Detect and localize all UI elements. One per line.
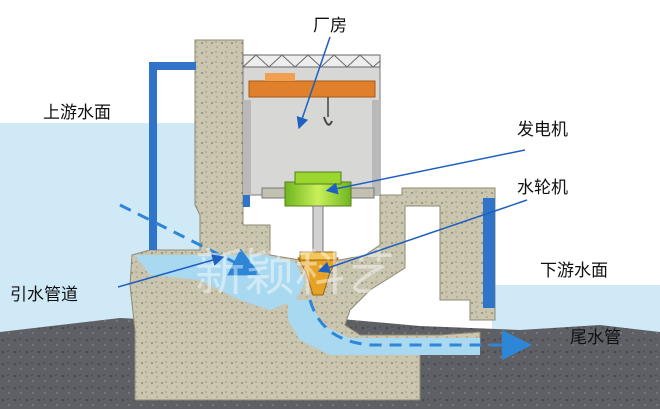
label-upstream-water-surface: 上游水面 <box>43 103 111 123</box>
inflow-arrow <box>119 203 261 276</box>
leader-powerhouse <box>296 36 331 130</box>
penstock-water <box>135 255 305 310</box>
label-powerhouse: 厂房 <box>313 16 347 36</box>
generator-rotor <box>284 181 352 207</box>
intake-gate-frame <box>149 62 196 250</box>
outflow-arrow <box>308 299 532 360</box>
watermark: 新颖科艺 <box>195 244 395 302</box>
concrete-structure <box>129 39 496 401</box>
roof <box>242 54 381 68</box>
turbine-head <box>299 251 337 261</box>
frame-small <box>243 195 250 207</box>
label-draft-tube: 尾水管 <box>570 328 621 348</box>
crane-hook <box>323 116 333 126</box>
tail-gate-frame <box>483 198 495 308</box>
draft-tube-water <box>288 300 480 355</box>
label-generator: 发电机 <box>517 120 568 140</box>
pillar-left <box>243 100 251 195</box>
leader-penstock <box>117 254 225 288</box>
pillar-right <box>372 100 380 195</box>
label-turbine: 水轮机 <box>517 178 568 198</box>
leader-generator <box>325 149 526 195</box>
crane-trolley <box>265 73 295 81</box>
leader-turbine <box>317 199 528 274</box>
label-penstock: 引水管道 <box>10 285 78 305</box>
roof-truss <box>242 54 381 68</box>
label-downstream-water-surface: 下游水面 <box>540 261 608 281</box>
generator-cap <box>294 171 342 185</box>
